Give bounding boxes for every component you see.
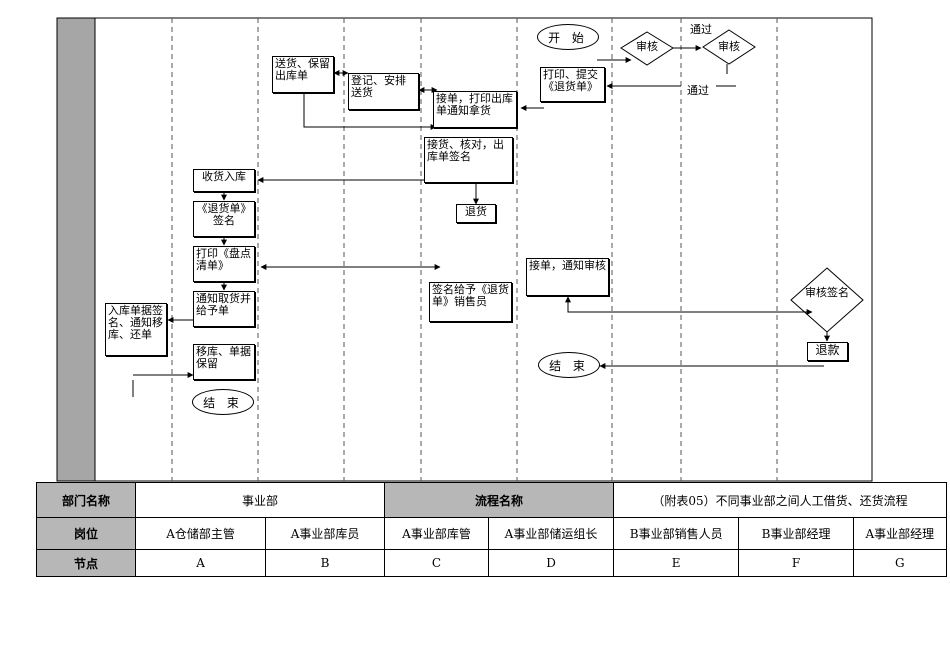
start-oval: 开 始 (537, 24, 599, 50)
dept-value: 事业部 (135, 482, 385, 518)
stock-sign-box: 入库单据签名、通知移库、还单 (105, 303, 167, 356)
sign-return-form-box: 《退货单》签名 (193, 201, 255, 237)
return-goods-box: 退货 (456, 204, 496, 223)
node-id-cell: C (384, 549, 489, 577)
diagram-frame (56, 17, 873, 482)
process-info-table: 部门名称 事业部 流程名称 （附表05）不同事业部之间人工借货、还货流程 岗位 … (36, 482, 948, 577)
node-id-cell: B (265, 549, 385, 577)
process-value: （附表05）不同事业部之间人工借货、还货流程 (613, 482, 947, 518)
post-cell: A仓储部主管 (134, 517, 267, 550)
receive-print-box: 接单，打印出库单通知拿货 (433, 91, 517, 128)
sidebar-bar (56, 17, 96, 482)
refund-box: 退款 (807, 342, 848, 361)
node-label: 节点 (36, 549, 136, 577)
audit1-diamond (620, 31, 674, 66)
process-label: 流程名称 (384, 482, 614, 518)
post-cell: A事业部经理 (852, 517, 948, 550)
pass2-label: 通过 (687, 84, 709, 97)
notify-pickup-box: 通知取货并给予单 (193, 291, 255, 327)
post-cell: A事业部库管 (384, 517, 489, 550)
delivery-keep-box: 送货、保留出库单 (272, 56, 334, 93)
dept-label: 部门名称 (36, 482, 136, 518)
node-id-cell: G (852, 549, 948, 577)
post-cell: B事业部销售人员 (612, 517, 740, 550)
receive-stock-box: 收货入库 (193, 169, 255, 192)
node-id-cell: E (612, 549, 740, 577)
pick-check-box: 接货、核对，出库单签名 (424, 137, 513, 183)
node-id-cell: A (134, 549, 267, 577)
end2-oval: 结 束 (538, 352, 600, 378)
post-cell: A事业部储运组长 (488, 517, 614, 550)
audit2-diamond (702, 29, 756, 65)
register-arrange-box: 登记、安排送货 (348, 73, 419, 110)
receive-notify-box: 接单，通知审核 (526, 258, 609, 296)
end1-oval: 结 束 (192, 389, 254, 415)
connectors (132, 45, 830, 397)
give-sales-box: 签名给予《退货单》销售员 (429, 282, 512, 322)
audit1-label: 审核 (636, 40, 658, 53)
node-id-cell: F (738, 549, 854, 577)
pass1-label: 通过 (690, 23, 712, 36)
audit-sign-label: 审核签名 (805, 286, 849, 299)
audit2-label: 审核 (718, 40, 740, 53)
node-id-cell: D (488, 549, 614, 577)
move-keep-box: 移库、单据保留 (193, 344, 255, 380)
print-submit-box: 打印、提交《退货单》 (540, 67, 605, 102)
post-label: 岗位 (36, 517, 136, 550)
post-cell: A事业部库员 (265, 517, 385, 550)
print-inventory-box: 打印《盘点清单》 (193, 246, 255, 282)
post-cell: B事业部经理 (738, 517, 854, 550)
